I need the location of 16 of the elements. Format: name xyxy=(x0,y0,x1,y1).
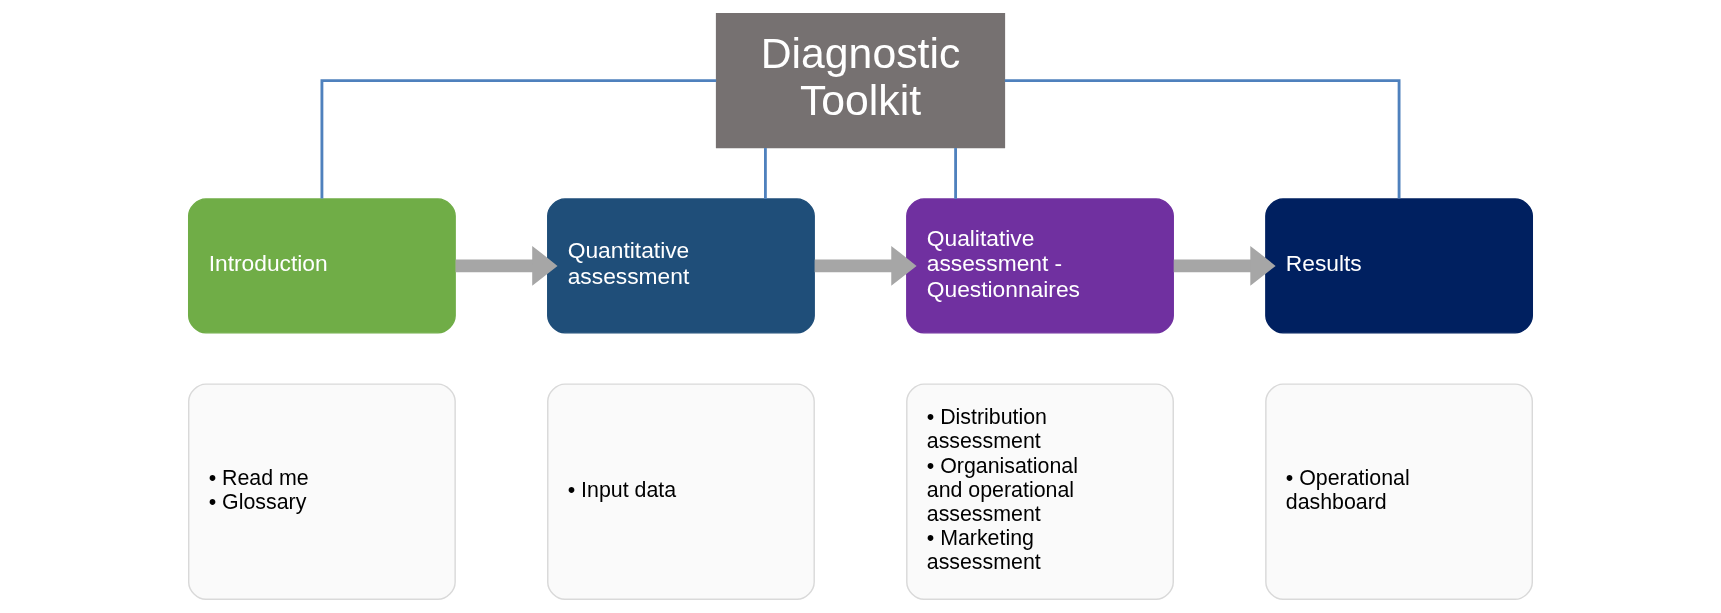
arrow xyxy=(455,245,558,286)
connector xyxy=(763,148,767,199)
arrow xyxy=(814,245,917,286)
node-box: Quantitative assessment xyxy=(547,198,815,334)
node-box: Introduction xyxy=(188,198,456,334)
node-box: Results xyxy=(1265,198,1533,334)
node-box: • Input data xyxy=(547,383,815,600)
node-box: • Read me • Glossary xyxy=(188,383,456,600)
arrow xyxy=(1173,245,1276,286)
node-box: • Distribution assessment • Organisational and operational assessment • Marketing assessment xyxy=(906,383,1174,600)
connector xyxy=(320,79,717,199)
node-box: Qualitative assessment - Questionnaires xyxy=(906,198,1174,334)
node-box: Diagnostic Toolkit xyxy=(715,13,1006,149)
node-box: • Operational dashboard xyxy=(1265,383,1533,600)
connector xyxy=(1004,79,1401,199)
connector xyxy=(954,148,958,199)
